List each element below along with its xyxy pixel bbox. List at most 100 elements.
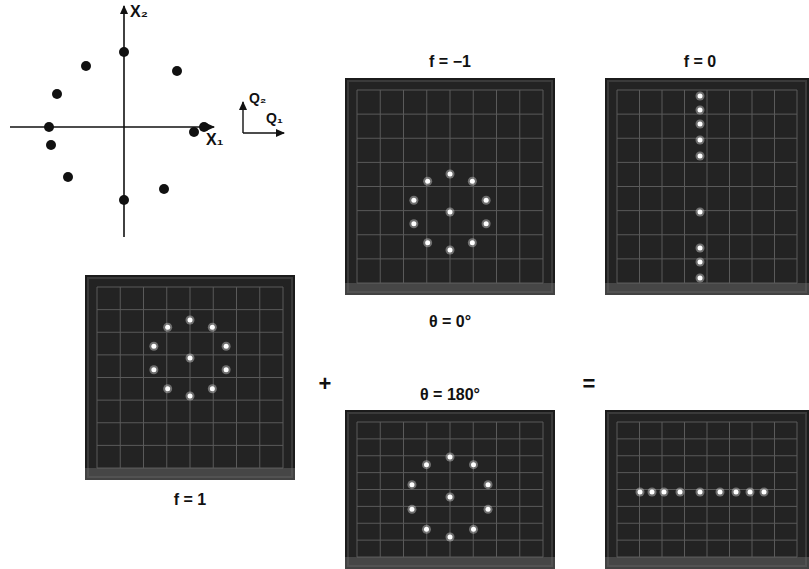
scope-grid: [97, 445, 283, 446]
trace-dot: [484, 198, 489, 203]
constellation-dot: [119, 195, 129, 205]
scope-glare: [345, 557, 555, 569]
trace-dot: [698, 94, 703, 99]
trace-glow: [163, 384, 172, 393]
trace-glow: [409, 219, 418, 228]
trace-glow: [446, 246, 455, 255]
scope-grid: [617, 489, 797, 490]
trace-dot: [734, 490, 739, 495]
scope-glare: [605, 283, 809, 295]
scope-grid: [357, 90, 543, 91]
trace-dot: [409, 482, 414, 487]
axis-label: X₂: [130, 4, 148, 20]
constellation-dot: [81, 61, 91, 71]
constellation-dot: [52, 89, 62, 99]
scope-bezel: [608, 413, 806, 566]
trace-dot: [662, 490, 667, 495]
trace-dot: [484, 221, 489, 226]
trace-glow: [422, 525, 431, 534]
x1-axis: [10, 126, 214, 128]
constellation-dot: [63, 172, 73, 182]
trace-glow: [163, 323, 172, 332]
operator-sign: +: [319, 373, 332, 395]
scope-grid: [617, 210, 797, 211]
scope-bezel: [348, 413, 552, 566]
trace-dot: [411, 221, 416, 226]
trace-glow: [422, 460, 431, 469]
constellation-dot: [172, 66, 182, 76]
trace-glow: [482, 196, 491, 205]
trace-dot: [698, 122, 703, 127]
trace-dot: [698, 246, 703, 251]
trace-dot: [165, 325, 170, 330]
trace-glow: [636, 488, 645, 497]
scope-grid: [357, 162, 543, 163]
trace-dot: [762, 490, 767, 495]
trace-dot: [424, 527, 429, 532]
trace-glow: [186, 316, 195, 325]
scope-grid: [617, 540, 797, 541]
trace-glow: [676, 488, 685, 497]
scope-grid: [357, 422, 543, 423]
trace-dot: [718, 490, 723, 495]
axis-label: X₁: [206, 132, 223, 148]
trace-dot: [151, 367, 156, 372]
trace-dot: [409, 507, 414, 512]
trace-glow: [149, 342, 158, 351]
trace-dot: [698, 108, 703, 113]
trace-dot: [424, 462, 429, 467]
trace-glow: [746, 488, 755, 497]
trace-glow: [696, 244, 705, 253]
trace-glow: [716, 488, 725, 497]
constellation-dot: [44, 122, 54, 132]
panel-label: f = −1: [429, 54, 471, 70]
scope-grid: [357, 438, 543, 439]
scope-grid: [617, 234, 797, 235]
trace-glow: [423, 177, 432, 186]
trace-glow: [409, 196, 418, 205]
scope-grid: [97, 422, 283, 423]
trace-glow: [468, 238, 477, 247]
trace-dot: [224, 367, 229, 372]
trace-glow: [696, 92, 705, 101]
trace-glow: [648, 488, 657, 497]
trace-dot: [486, 507, 491, 512]
trace-dot: [210, 325, 215, 330]
constellation-dot: [199, 122, 209, 132]
scope-grid: [617, 162, 797, 163]
scope-glare: [85, 468, 295, 480]
scope-grid: [357, 138, 543, 139]
trace-dot: [470, 240, 475, 245]
axis-label: Q₁: [266, 111, 283, 125]
trace-glow: [484, 505, 493, 514]
scope-screen: [605, 78, 809, 295]
trace-dot: [411, 198, 416, 203]
trace-dot: [210, 386, 215, 391]
trace-glow: [482, 219, 491, 228]
trace-glow: [446, 493, 455, 502]
trace-glow: [446, 533, 455, 542]
trace-dot: [638, 490, 643, 495]
trace-glow: [446, 208, 455, 217]
trace-dot: [425, 179, 430, 184]
scope-grid: [357, 186, 543, 187]
scope-grid: [357, 472, 543, 473]
scope-bezel: [608, 81, 806, 292]
scope-grid: [617, 422, 797, 423]
scope-grid: [357, 234, 543, 235]
trace-glow: [446, 170, 455, 179]
trace-glow: [696, 274, 705, 283]
trace-glow: [696, 208, 705, 217]
q1-axis: [243, 132, 284, 133]
trace-glow: [660, 488, 669, 497]
trace-dot: [486, 482, 491, 487]
trace-dot: [165, 386, 170, 391]
trace-dot: [151, 344, 156, 349]
trace-glow: [186, 354, 195, 363]
trace-dot: [448, 248, 453, 253]
panel-label: f = 0: [684, 54, 716, 70]
trace-glow: [423, 238, 432, 247]
scope-bezel: [348, 81, 552, 292]
trace-dot: [471, 527, 476, 532]
trace-dot: [678, 490, 683, 495]
